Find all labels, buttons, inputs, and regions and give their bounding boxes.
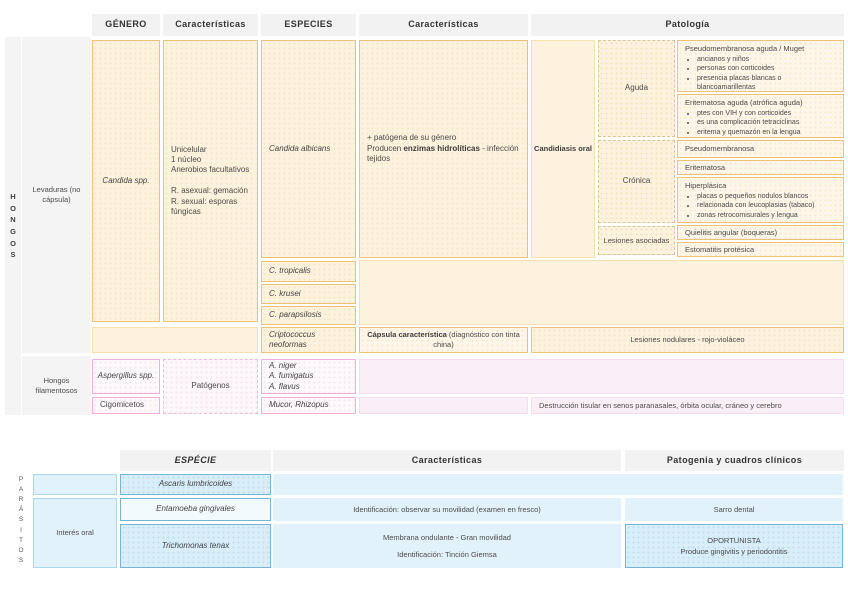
empty-cell-pink (359, 397, 528, 414)
parasites-header-especie: ESPÉCIE (120, 450, 271, 471)
pathology-title: Pseudomembranosa aguda / Muget (685, 44, 805, 53)
pathology-bullet: placas o pequeños nodulos blancos (697, 192, 815, 201)
group-label-filamentosos: Hongos filamentosos (22, 356, 91, 415)
trichomonas-characteristics-line1: Membrana ondulante - Gran movilidad (383, 532, 511, 542)
pathology-bullet: eritema y quemazón en la lengua (697, 128, 801, 137)
albicans-line2-bold: enzimas hidrolíticas (403, 143, 480, 153)
pathology-bullet: es una complicación tetraciclinas (697, 118, 801, 127)
albicans-characteristics-line2: Producen enzimas hidrolíticas - infecció… (367, 144, 520, 165)
genus-candida: Candida spp. (92, 40, 160, 322)
pathology-pseudomembranosa: Pseudomembranosa (677, 140, 844, 158)
pathology-title: Eritematosa aguda (atrófica aguda) (685, 98, 803, 107)
genus-cigomicetos: Cigomicetos (92, 397, 160, 414)
trichomonas-characteristics: Membrana ondulante - Gran movilidad Iden… (273, 524, 621, 568)
pathology-bullet: ptes con VIH y con corticoides (697, 109, 801, 118)
pathology-bullet: zonas retrocomisurales y lengua (697, 211, 815, 220)
albicans-line2-pre: Producen (367, 143, 404, 153)
criptococcus-characteristic-bold: Cápsula característica (367, 330, 447, 340)
parasites-header-patogenia: Patogenia y cuadros clínicos (625, 450, 844, 471)
criptococcus-pathology: Lesiones nodulares - rojo-violáceo (531, 327, 844, 353)
pathology-bullet: relacionada con leucoplasias (tabaco) (697, 201, 815, 210)
pathology-pseudomembranosa-aguda: Pseudomembranosa aguda / Muget ancianos … (677, 40, 844, 92)
pathology-bullet-list: placas o pequeños nodulos blancos relaci… (685, 192, 815, 220)
criptococcus-characteristic-rest: (diagnóstico con tinta china) (433, 330, 520, 349)
species-ascaris-lumbricoides: Ascaris lumbricoides (120, 474, 271, 495)
form-cronica-cell: Crónica (598, 140, 675, 223)
pathology-bullet-list: ancianos y niños personas con corticoide… (685, 55, 838, 93)
criptococcus-characteristic: Cápsula característica (diagnóstico con … (359, 327, 528, 353)
empty-region (359, 260, 844, 325)
filamentous-characteristic: Patógenos (163, 359, 258, 414)
species-aspergillus-list: A. niger A. fumigatus A. flavus (261, 359, 356, 394)
fungi-header-patologia: Patología (531, 14, 844, 36)
pathology-bullet-list: ptes con VIH y con corticoides es una co… (685, 109, 801, 137)
albicans-characteristics: + patógena de su género Producen enzimas… (359, 40, 528, 258)
entamoeba-pathogeny: Sarro dental (625, 498, 843, 521)
group-label-levaduras: Levaduras (no cápsula) (22, 37, 91, 353)
empty-region-pink (359, 359, 844, 394)
species-mucor-rhizopus: Mucor, Rhizopus (261, 397, 356, 414)
fungi-header-genero: GÉNERO (92, 14, 160, 36)
pathology-bullet: presencia placas blancas o blancoamarill… (697, 74, 838, 93)
empty-cell (92, 327, 258, 353)
species-candida-albicans: Candida albicans (261, 40, 356, 258)
pathology-title: Hiperplásica (685, 181, 727, 190)
trichomonas-pathogeny-line1: OPORTUNISTA (707, 535, 761, 545)
species-c-krusei: C. krusei (261, 284, 356, 304)
trichomonas-pathogeny: OPORTUNISTA Produce gingivitis y periodo… (625, 524, 843, 568)
parasites-header-caracteristicas: Características (273, 450, 621, 471)
species-c-tropicalis: C. tropicalis (261, 261, 356, 282)
pathology-quielitis-angular: Quielitis angular (boqueras) (677, 225, 844, 240)
form-lesiones-asociadas-cell: Lesiones asociadas (598, 226, 675, 255)
pathology-eritematosa: Eritematosa (677, 160, 844, 175)
albicans-characteristics-line1: + patógena de su género (367, 133, 457, 143)
species-c-parapsilosis: C. parapsilosis (261, 306, 356, 325)
pathology-bullet: ancianos y niños (697, 55, 838, 64)
candidiasis-oral-cell: Candidiasis oral (531, 40, 595, 258)
albicans-line2-post: - infección tejidos (367, 143, 519, 164)
fungi-header-especies: ESPECIES (261, 14, 356, 36)
species-criptococcus: Criptococcus neoformas (261, 327, 356, 353)
trichomonas-characteristics-line2: Identificación: Tinción Giemsa (397, 549, 497, 559)
parasites-empty-group-cell (33, 474, 117, 495)
cigomicetos-pathology: Destrucción tisular en senos paranasales… (531, 397, 844, 414)
genus-aspergillus: Aspergillus spp. (92, 359, 160, 394)
candida-characteristics: Unicelular 1 núcleo Anerobios facultativ… (163, 40, 258, 322)
pathology-estomatitis-protesica: Estomatitis protésica (677, 242, 844, 257)
entamoeba-characteristics: Identificación: observar su movilidad (e… (273, 498, 621, 521)
pathology-hiperplasica: Hiperplásica placas o pequeños nodulos b… (677, 177, 844, 223)
ascaris-empty-region (273, 474, 843, 495)
species-entamoeba-gingivales: Entamoeba gingivales (120, 498, 271, 521)
group-label-interes-oral: Interés oral (33, 498, 117, 568)
parasites-side-label: P A R Á S I T O S (18, 476, 24, 564)
fungi-side-label: H O N G O S (5, 37, 21, 415)
form-aguda-cell: Aguda (598, 40, 675, 137)
species-trichomonas-tenax: Trichomonas tenax (120, 524, 271, 568)
fungi-header-caracteristicas-genero: Características (163, 14, 258, 36)
trichomonas-pathogeny-line2: Produce gingivitis y periodontitis (680, 546, 788, 556)
fungi-header-caracteristicas-especie: Características (359, 14, 528, 36)
pathology-eritematosa-aguda: Eritematosa aguda (atrófica aguda) ptes … (677, 94, 844, 138)
pathology-bullet: personas con corticoides (697, 64, 838, 73)
